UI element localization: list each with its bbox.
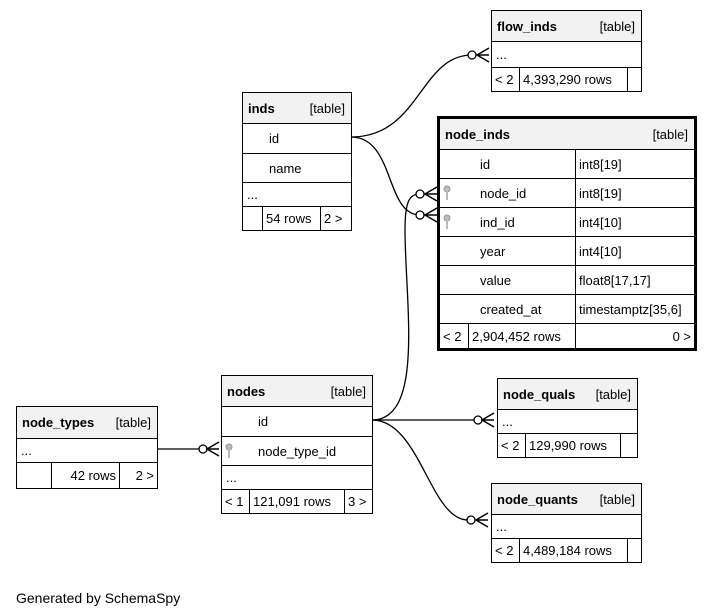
column-name: created_at [480,301,542,317]
table-flow-inds[interactable]: flow_inds [table] ... < 2 4,393,290 rows [491,10,642,92]
crowfoot-marker [480,412,495,428]
table-name: node_inds [445,126,511,142]
row-count: 121,091 rows [249,490,344,513]
table-type: [table] [599,18,635,34]
column-type: timestamptz[35,6] [575,295,694,323]
cardinality-circle [415,189,425,199]
row-count: 42 rows [51,463,119,488]
crowfoot-marker [475,47,490,63]
ellipsis-row: ... [222,465,372,489]
column-name: id [258,414,269,429]
column-name: id [269,131,280,146]
table-type: [table] [595,386,631,402]
next-link[interactable] [620,434,637,457]
crowfoot-marker [205,441,220,457]
column-row[interactable]: created_at timestamptz[35,6] [440,294,694,323]
foreign-key-icon [440,208,451,236]
table-name: flow_inds [497,18,557,34]
column-type: int8[19] [575,179,694,207]
prev-link[interactable]: < 1 [225,494,244,509]
column-name: id [480,156,491,172]
column-type: float8[17,17] [575,266,694,294]
crowfoot-marker [423,207,438,223]
prev-link[interactable]: < 2 [443,328,462,344]
row-count: 54 rows [262,207,320,230]
prev-link[interactable]: < 2 [495,72,514,87]
table-name: nodes [227,383,266,399]
table-nodes[interactable]: nodes [table] id node_type_id ... < 1 121… [221,375,373,514]
table-inds[interactable]: inds [table] id name ... 54 rows 2 > [242,92,352,231]
edge-nodes-node-inds [371,193,421,421]
column-name: node_type_id [258,443,337,459]
ellipsis-row: ... [492,41,641,67]
column-type: int8[19] [575,150,694,178]
generated-by-label: Generated by SchemaSpy [16,590,181,606]
prev-link[interactable] [243,207,262,230]
edge-nodes-node-quants [371,419,469,521]
next-link[interactable]: 3 > [344,490,372,513]
column-row[interactable]: id [243,123,351,153]
edge-inds-flow-inds [350,54,473,138]
prev-link[interactable] [17,463,51,488]
cardinality-circle [415,210,425,220]
column-row[interactable]: node_type_id [222,436,372,465]
prev-link[interactable]: < 2 [495,543,514,558]
row-count: 2,904,452 rows [468,324,575,348]
ellipsis-row: ... [492,514,641,538]
column-type: int4[10] [575,208,694,236]
column-row[interactable]: year int4[10] [440,236,694,265]
ellipsis-row: ... [243,182,351,206]
next-link[interactable] [627,539,641,562]
column-name: ind_id [480,214,515,230]
column-name: node_id [480,185,527,201]
foreign-key-icon [440,179,451,207]
column-row[interactable]: ind_id int4[10] [440,207,694,236]
next-link[interactable] [627,68,641,91]
table-name: inds [248,100,275,116]
column-row[interactable]: name [243,153,351,182]
column-row[interactable]: node_id int8[19] [440,178,694,207]
table-node-inds[interactable]: node_inds [table] id int8[19] node_id int… [437,116,697,351]
column-name: value [480,272,512,288]
edge-inds-node-inds [350,136,421,216]
column-row[interactable]: id int8[19] [440,149,694,178]
table-name: node_quants [497,491,578,507]
column-type: int4[10] [575,237,694,265]
column-row[interactable]: value float8[17,17] [440,265,694,294]
table-node-types[interactable]: node_types [table] ... 42 rows 2 > [16,406,158,489]
next-link[interactable]: 2 > [119,463,157,488]
table-node-quants[interactable]: node_quants [table] ... < 2 4,489,184 row… [491,483,642,563]
table-type: [table] [330,383,366,399]
table-name: node_quals [503,386,576,402]
column-row[interactable]: id [222,406,372,436]
row-count: 4,489,184 rows [519,539,627,562]
crowfoot-marker [474,512,489,528]
crowfoot-marker [423,186,438,202]
column-name: name [269,160,302,176]
cardinality-circle [467,50,477,60]
table-type: [table] [599,491,635,507]
next-link[interactable]: 2 > [320,207,351,230]
row-count: 129,990 rows [525,434,620,457]
ellipsis-row: ... [17,438,157,462]
foreign-key-icon [222,437,233,465]
cardinality-circle [466,515,476,525]
ellipsis-row: ... [498,409,637,433]
table-type: [table] [115,415,151,430]
column-name: year [480,243,506,259]
next-link[interactable]: 0 > [575,324,694,348]
table-type: [table] [652,126,688,142]
prev-link[interactable]: < 2 [501,438,520,453]
table-type: [table] [309,100,345,116]
row-count: 4,393,290 rows [519,68,627,91]
table-name: node_types [22,415,95,430]
table-node-quals[interactable]: node_quals [table] ... < 2 129,990 rows [497,378,638,458]
